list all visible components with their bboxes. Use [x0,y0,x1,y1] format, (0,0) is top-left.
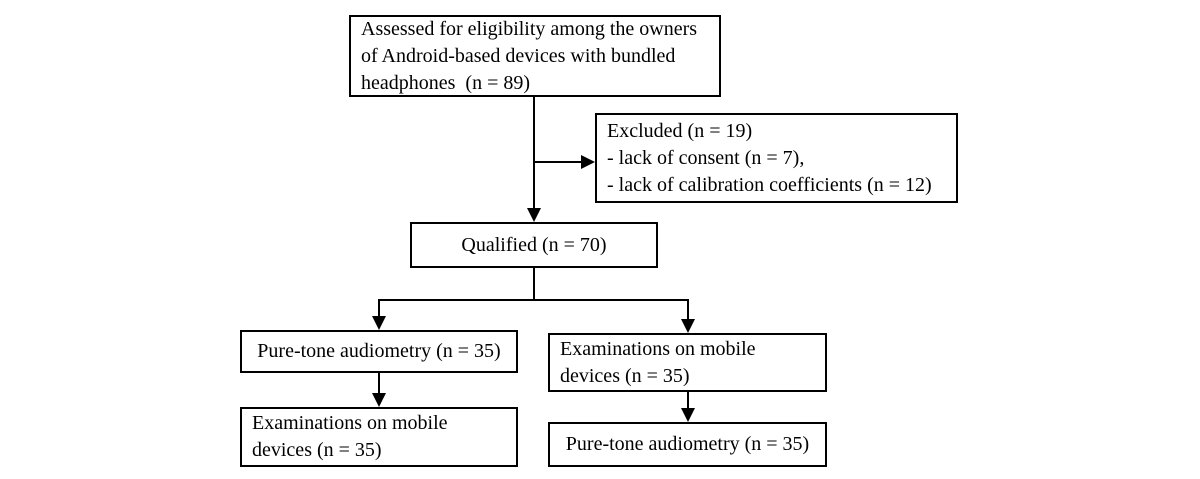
node-text-line: - lack of consent (n = 7), [607,146,805,169]
node-text-line: Examinations on mobile [560,337,756,360]
node-text-line: - lack of calibration coefficients (n = … [607,173,932,196]
node-text-line: headphones (n = 89) [361,71,531,94]
connector-right-first-to-second [687,392,689,409]
node-text-line: Examinations on mobile [252,412,448,434]
node-excluded: Excluded (n = 19) - lack of consent (n =… [595,113,958,203]
node-assessed-for-eligibility: Assessed for eligibility among the owner… [349,15,721,97]
arrowhead-down-icon [681,408,695,422]
node-qualified: Qualified (n = 70) [410,222,658,268]
node-text-line: Assessed for eligibility among the owner… [361,17,698,40]
node-pure-tone-audiometry-first: Pure-tone audiometry (n = 35) [240,330,518,373]
connector-assessed-to-qualified [533,97,535,209]
arrowhead-down-icon [372,393,386,407]
node-text-line: Pure-tone audiometry (n = 35) [257,340,501,362]
arrowhead-down-icon [527,208,541,222]
arrowhead-down-icon [681,319,695,333]
node-text-line: Excluded (n = 19) [607,119,753,142]
arrowhead-right-icon [581,155,595,169]
connector-split-to-left [378,299,380,317]
connector-left-first-to-second [378,373,380,394]
node-text-line: devices (n = 35) [252,439,382,461]
connector-split-bar [378,299,689,301]
connector-split-to-right [687,299,689,320]
node-text-line: devices (n = 35) [560,364,690,387]
node-text-line: Pure-tone audiometry (n = 35) [565,433,810,455]
connector-qualified-to-split [533,268,535,300]
arrowhead-down-icon [372,316,386,330]
node-mobile-examinations-second: Examinations on mobile devices (n = 35) [240,407,518,467]
node-text-line: Qualified (n = 70) [461,233,607,256]
node-text-line: of Android-based devices with bundled [361,44,676,67]
node-pure-tone-audiometry-second: Pure-tone audiometry (n = 35) [548,422,827,467]
connector-to-excluded [534,161,581,163]
node-mobile-examinations-first: Examinations on mobile devices (n = 35) [548,333,827,392]
